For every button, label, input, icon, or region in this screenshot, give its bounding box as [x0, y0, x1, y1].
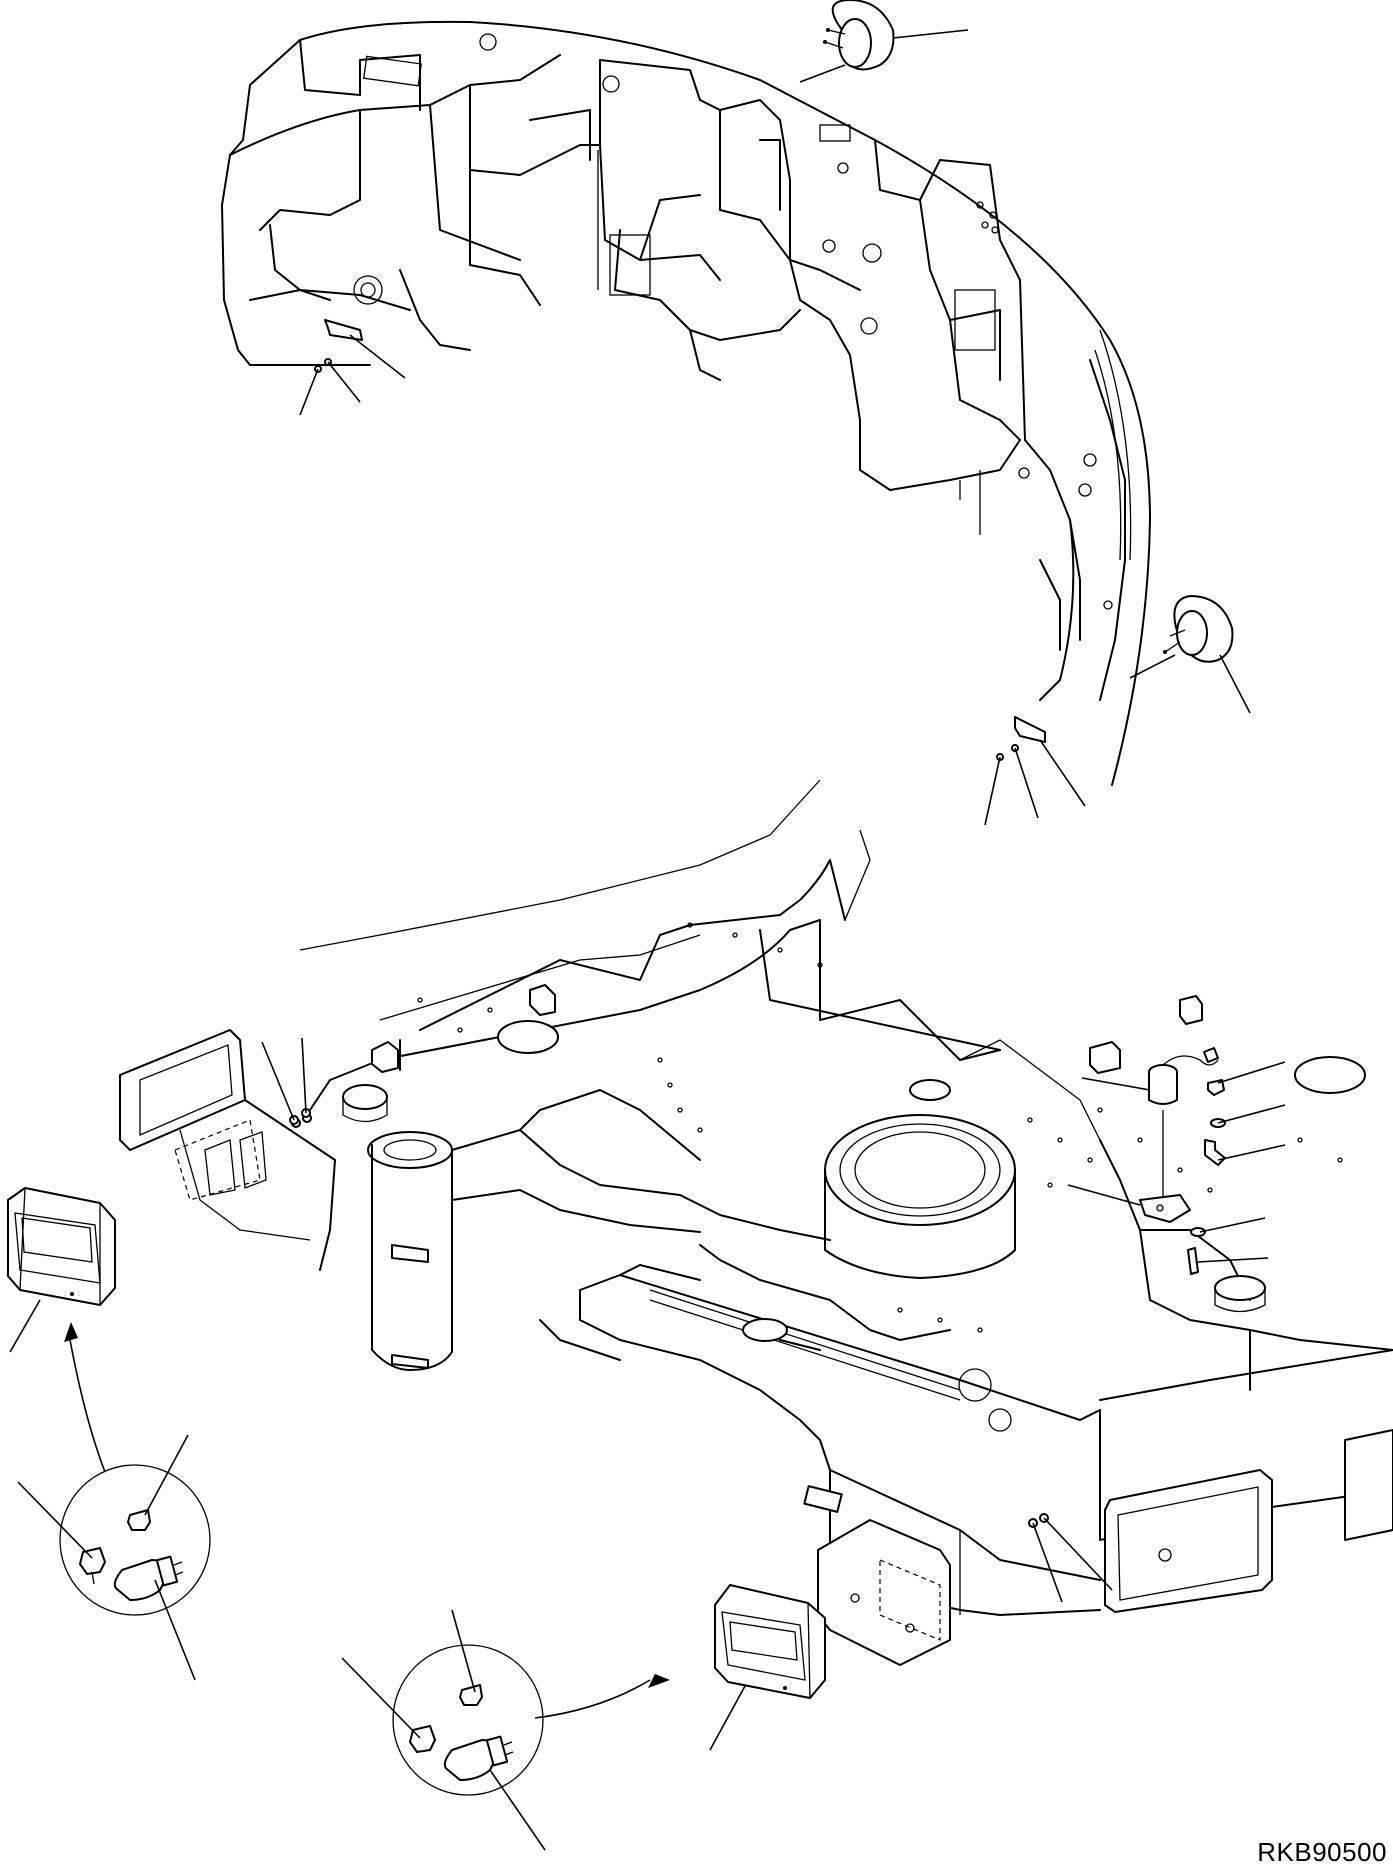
rear-work-lamp-top	[799, 0, 969, 83]
step-mount-bolts	[261, 1037, 311, 1125]
drawing-code: RKB90500	[1257, 1837, 1387, 1867]
harness-bracket-assembly	[1067, 1047, 1286, 1275]
rear-work-lamp-right	[1129, 595, 1251, 714]
rear-mount-bolts	[1032, 1517, 1113, 1603]
revolving-frame	[119, 779, 1393, 1666]
mounting-bracket-right	[984, 716, 1086, 826]
bulb-detail-right	[341, 1609, 670, 1851]
cab-front-lamp-left	[7, 1187, 116, 1353]
deck-holes	[417, 922, 1343, 1333]
cab-front-lamp-right	[709, 1584, 826, 1751]
counterweight-assembly	[221, 20, 1151, 786]
mounting-bracket-top-left	[299, 319, 406, 416]
bulb-detail-left	[17, 1322, 211, 1681]
